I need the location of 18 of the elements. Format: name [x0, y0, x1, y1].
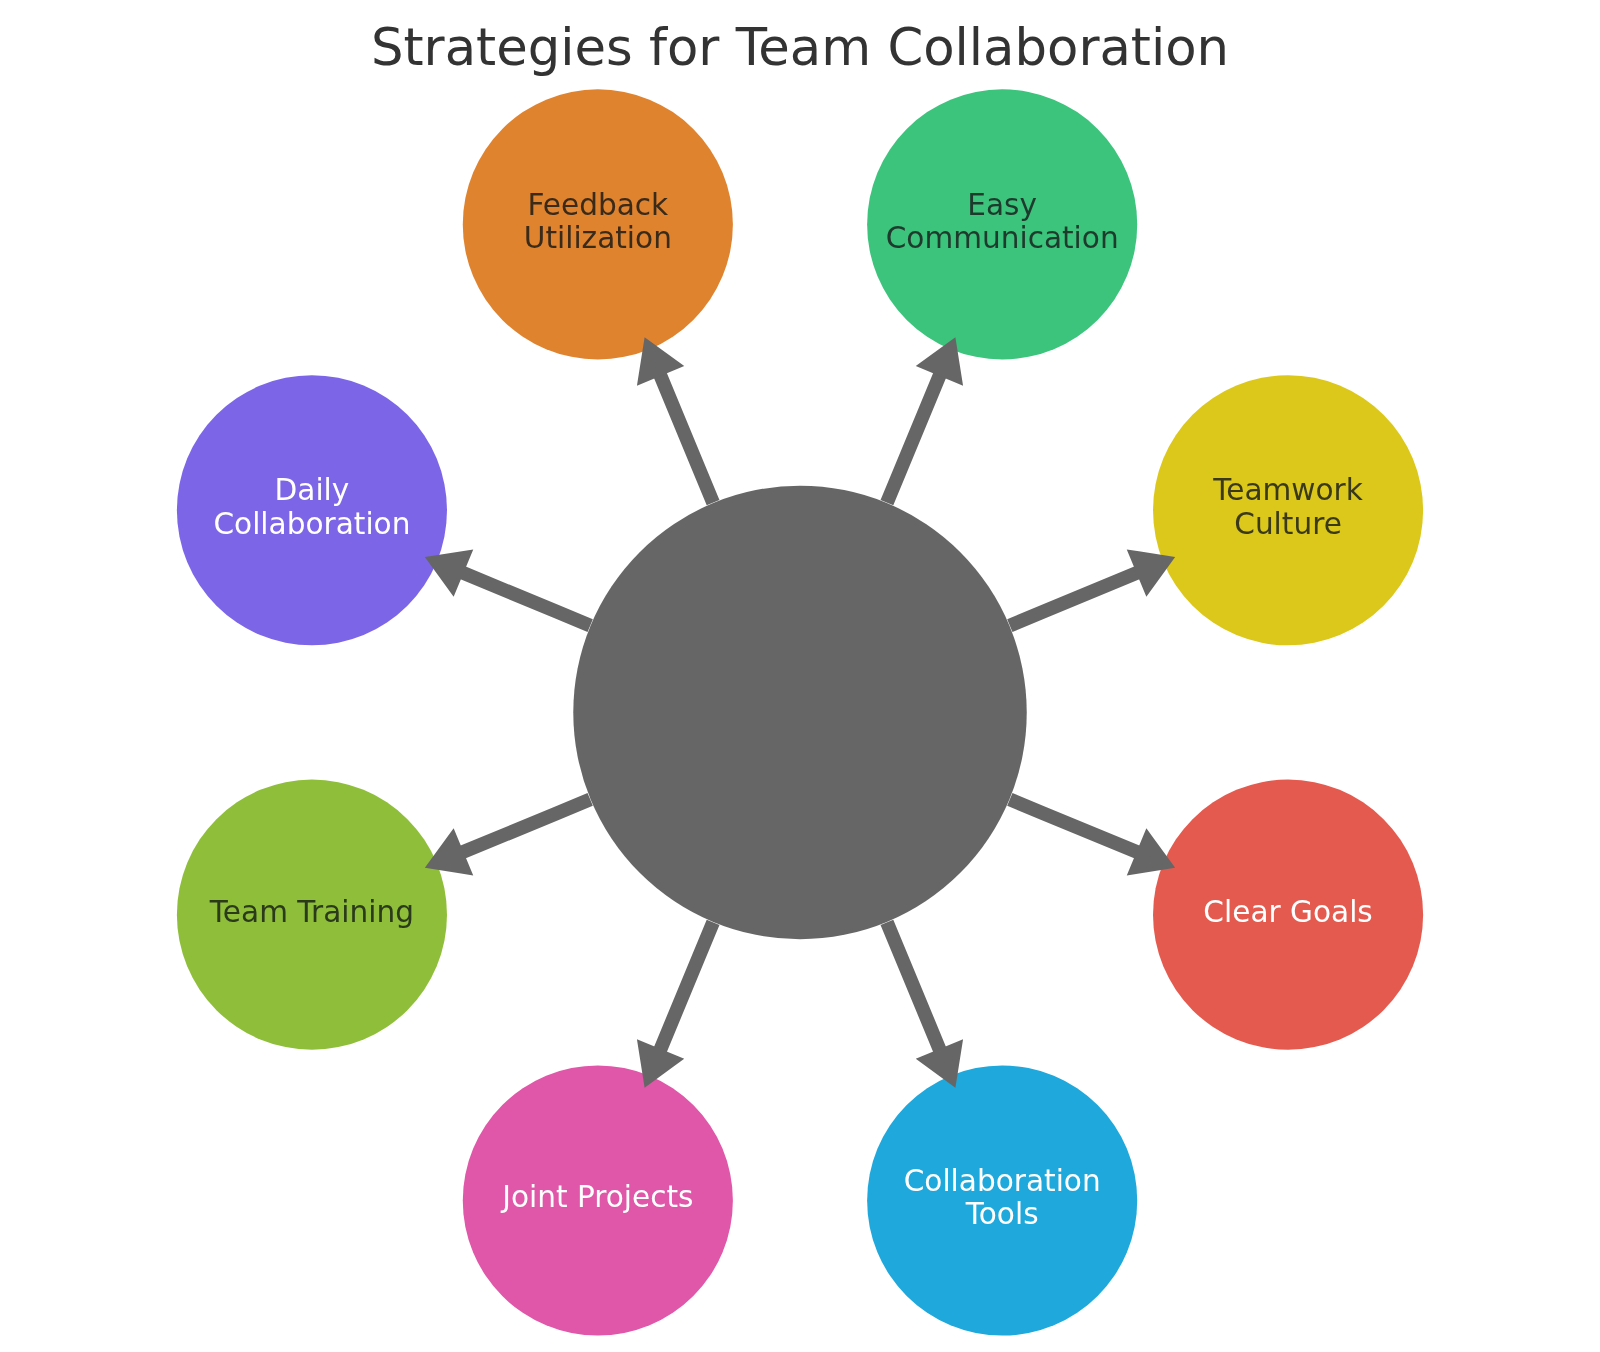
node-circle — [573, 485, 1027, 940]
node-circle: Team Training — [176, 779, 447, 1050]
arrow — [424, 793, 593, 876]
arrow — [880, 919, 964, 1088]
node-circle: Daily Collaboration — [176, 375, 447, 646]
node-circle: Feedback Utilization — [462, 89, 733, 360]
node-circle: Clear Goals — [1153, 779, 1424, 1050]
arrow — [1007, 549, 1176, 632]
arrow — [1007, 793, 1176, 876]
arrow — [636, 337, 720, 506]
arrow — [636, 919, 720, 1088]
node-circle: Easy Communication — [867, 89, 1138, 360]
node-circle: Collaboration Tools — [867, 1065, 1138, 1336]
arrow — [880, 337, 964, 506]
diagram-title: Strategies for Team Collaboration — [370, 17, 1230, 78]
arrow — [424, 549, 593, 632]
node-circle: Teamwork Culture — [1153, 375, 1424, 646]
node-circle: Joint Projects — [462, 1065, 733, 1336]
